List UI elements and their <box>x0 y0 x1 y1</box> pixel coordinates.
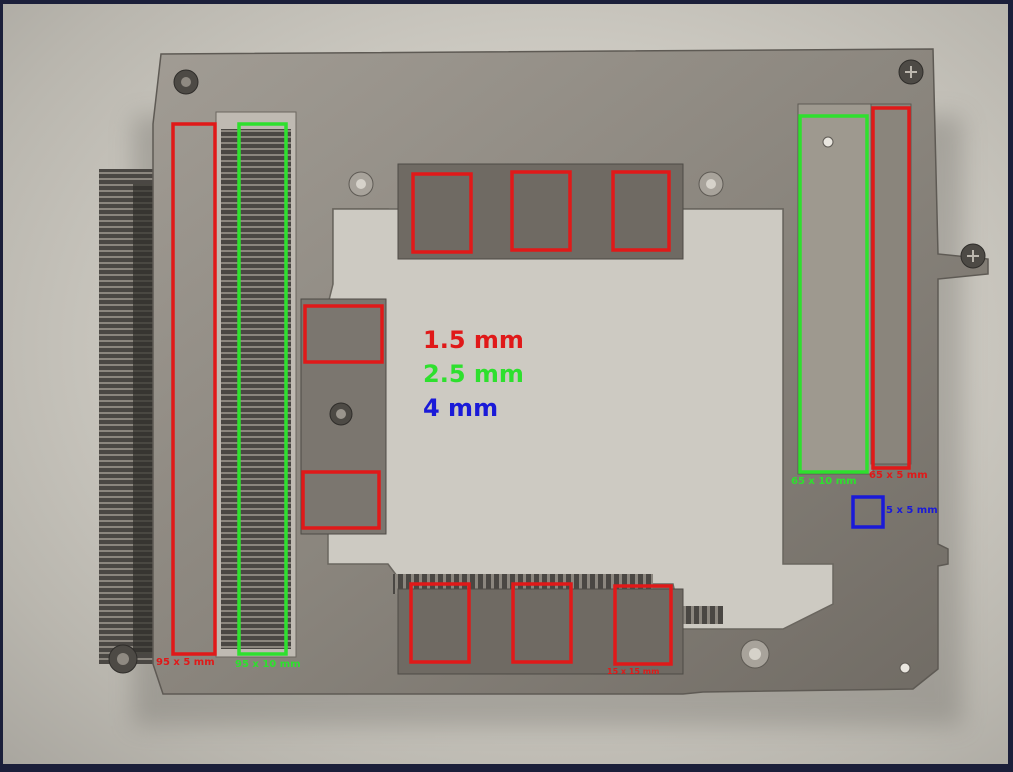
screw-icon <box>108 644 138 674</box>
label-left-red: 95 x 5 mm <box>156 657 215 668</box>
legend-medium: 2.5 mm <box>423 360 524 388</box>
screw-icon <box>348 171 374 197</box>
left-inner-fins <box>221 129 291 649</box>
legend-thin: 1.5 mm <box>423 326 524 354</box>
pad-mid-1 <box>303 304 384 364</box>
label-bottom-pad: 15 x 15 mm <box>607 667 660 676</box>
screw-icon <box>173 69 199 95</box>
legend-thick: 4 mm <box>423 394 499 422</box>
pad-mid-2 <box>301 470 381 530</box>
pad-left-green <box>237 122 288 656</box>
screw-icon <box>960 243 986 269</box>
pad-right-green <box>798 114 869 474</box>
pad-right-red <box>871 106 911 470</box>
pad-bottom-3 <box>613 584 673 666</box>
center-window <box>327 208 834 630</box>
pad-small-blue <box>851 495 885 529</box>
screw-icon <box>740 639 770 669</box>
screw-icon <box>329 402 353 426</box>
pad-top-1 <box>411 172 473 254</box>
screw-icon <box>898 59 924 85</box>
pad-left-red <box>171 122 217 656</box>
pad-bottom-1 <box>409 582 471 664</box>
label-left-green: 95 x 10 mm <box>235 659 301 670</box>
label-right-red: 65 x 5 mm <box>869 470 928 481</box>
pad-top-2 <box>510 170 572 252</box>
screw-icon <box>698 171 724 197</box>
label-right-green: 65 x 10 mm <box>791 476 857 487</box>
pad-top-3 <box>611 170 671 252</box>
heatsink-scene <box>99 48 989 726</box>
heatsink-photo: 1.5 mm 2.5 mm 4 mm 95 x 5 mm 95 x 10 mm … <box>3 4 1008 764</box>
pad-bottom-2 <box>511 582 573 664</box>
label-small-blue: 5 x 5 mm <box>886 505 938 516</box>
